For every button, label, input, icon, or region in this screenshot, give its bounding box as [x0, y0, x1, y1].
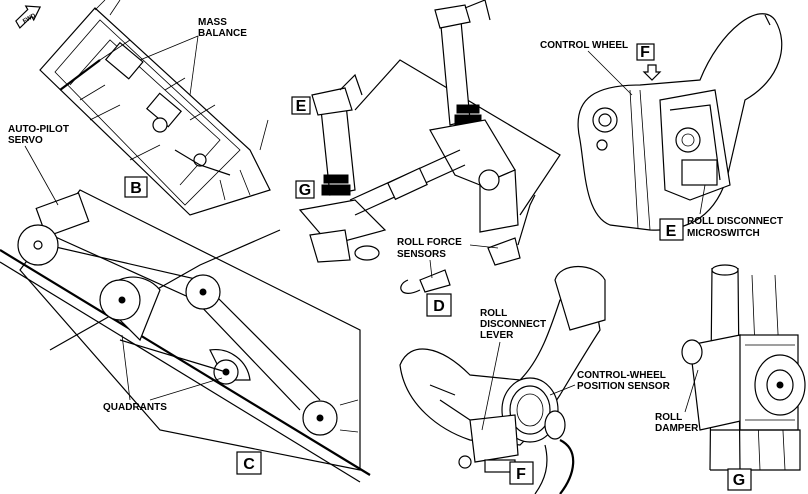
detail-f-drawing [399, 266, 606, 494]
roll-damper-label-line2: DAMPER [655, 423, 699, 434]
detail-b-drawing [39, 0, 271, 216]
mass-balance-label-line2: BALANCE [198, 28, 247, 39]
svg-text:B: B [130, 180, 142, 197]
detail-e-drawing [577, 13, 783, 231]
roll-disconnect-lever-label-line1: ROLL [480, 308, 507, 319]
fwd-arrow-icon: FWD [15, 5, 42, 29]
quadrants-label: QUADRANTS [103, 402, 167, 413]
control-columns-drawing [298, 0, 561, 294]
detail-c-drawing [0, 189, 371, 483]
roll-disconnect-microswitch-label-line1: ROLL DISCONNECT [687, 216, 783, 227]
auto-pilot-servo-label-line1: AUTO-PILOT [8, 124, 69, 135]
roll-force-sensors-label-line1: ROLL FORCE [397, 237, 462, 248]
detail-box-f: F [509, 461, 534, 485]
detail-box-e: E [659, 218, 684, 241]
roll-force-sensors-label-line2: SENSORS [397, 249, 446, 260]
svg-text:F: F [516, 466, 526, 483]
fwd-label: FWD [22, 13, 37, 25]
detail-ref-box-g: G [295, 180, 315, 199]
svg-text:E: E [666, 223, 677, 240]
svg-text:F: F [640, 44, 650, 61]
mass-balance-label-line1: MASS [198, 17, 227, 28]
view-arrow-icon [642, 64, 662, 81]
auto-pilot-servo-label-line2: SERVO [8, 135, 43, 146]
svg-text:D: D [433, 298, 445, 315]
control-wheel-label: CONTROL WHEEL [540, 40, 628, 51]
detail-box-d: D [426, 293, 452, 317]
detail-ref-box-e: E [291, 96, 311, 115]
detail-box-b: B [124, 176, 148, 198]
detail-box-g: G [727, 468, 752, 491]
control-wheel-position-sensor-label-line2: POSITION SENSOR [577, 381, 671, 392]
control-wheel-position-sensor-label-line1: CONTROL-WHEEL [577, 370, 666, 381]
detail-ref-box-f: F [636, 43, 655, 61]
detail-box-c: C [236, 451, 262, 475]
svg-text:G: G [733, 472, 745, 489]
roll-disconnect-microswitch-label-line2: MICROSWITCH [687, 228, 760, 239]
svg-text:G: G [299, 182, 311, 199]
svg-text:C: C [243, 456, 255, 473]
roll-disconnect-lever-label-line2: DISCONNECT [480, 319, 546, 330]
roll-damper-label-line1: ROLL [655, 412, 682, 423]
svg-text:E: E [296, 98, 307, 115]
roll-disconnect-lever-label-line3: LEVER [480, 330, 514, 341]
detail-g-drawing [681, 264, 806, 471]
